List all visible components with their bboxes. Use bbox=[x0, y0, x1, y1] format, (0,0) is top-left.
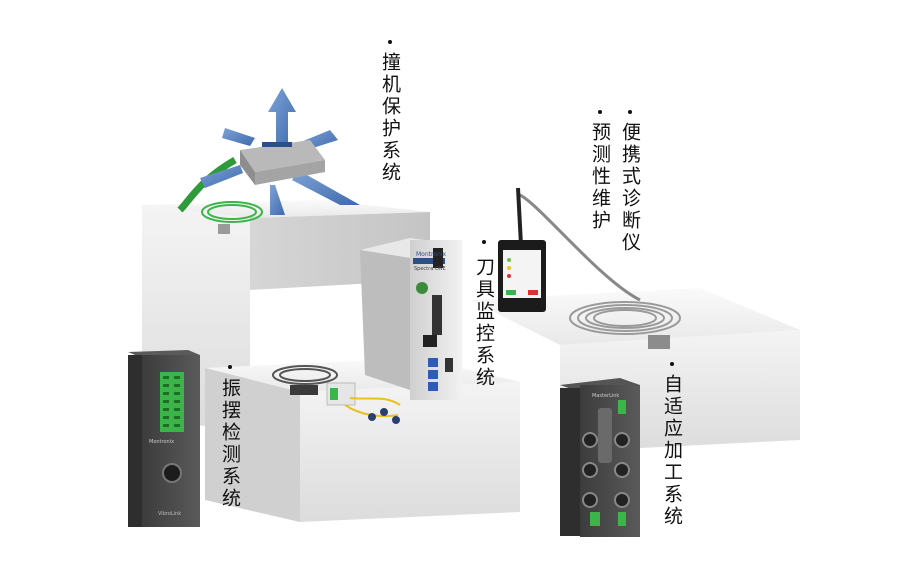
controller-brand: Montronix bbox=[416, 251, 446, 258]
label-tool-monitoring: 刀具监控系统 bbox=[473, 257, 495, 389]
vib-model: VibroLink bbox=[158, 511, 181, 517]
vibration-detection-unit: Montronix VibroLink bbox=[128, 350, 200, 527]
label-adaptive-machining: 自适应加工系统 bbox=[661, 374, 683, 528]
bullet-predictive-maintenance bbox=[598, 110, 602, 114]
bullet-tool-monitoring bbox=[482, 240, 486, 244]
label-collision-protection: 撞机保护系统 bbox=[379, 52, 401, 184]
bullet-adaptive bbox=[670, 362, 674, 366]
label-predictive-maintenance: 预测性维护 bbox=[589, 122, 611, 232]
vib-brand: Montronix bbox=[149, 439, 174, 445]
controller-model: Spectra ONE bbox=[414, 266, 446, 272]
adaptive-machining-unit: MasterLink bbox=[560, 378, 640, 537]
collision-sensor-device bbox=[177, 88, 360, 234]
bullet-vibration bbox=[228, 365, 232, 369]
tool-monitor-controller: Montronix Spectra ONE bbox=[360, 238, 462, 400]
label-vibration-detection: 振摆检测系统 bbox=[219, 378, 241, 510]
adaptive-brand: MasterLink bbox=[592, 393, 619, 399]
portable-diagnosis-device bbox=[498, 187, 681, 349]
bullet-portable-diagnosis bbox=[628, 110, 632, 114]
label-portable-diagnosis: 便携式诊断仪 bbox=[619, 122, 641, 254]
vibration-probe-set bbox=[272, 365, 401, 424]
bullet-collision bbox=[388, 40, 392, 44]
